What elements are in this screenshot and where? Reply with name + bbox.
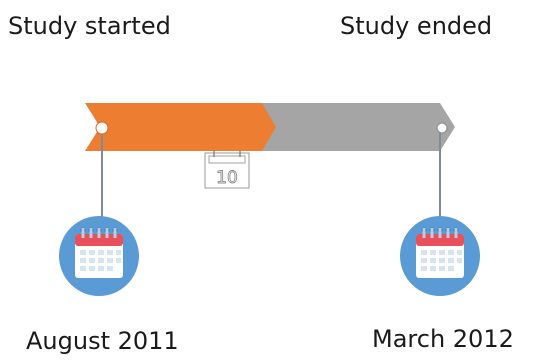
start-marker-dot: [95, 121, 109, 135]
timeline-progress-segment: [85, 103, 276, 151]
end-date-label: March 2012: [372, 325, 514, 353]
timeline-remaining-segment: [250, 103, 455, 151]
start-date-label: August 2011: [26, 327, 179, 355]
study-started-label: Study started: [8, 12, 171, 40]
calendar-icon: [59, 216, 139, 296]
end-marker-dot: [436, 122, 448, 134]
study-ended-label: Study ended: [340, 12, 493, 40]
calendar-10-icon: 10: [204, 150, 250, 189]
calendar-10-text: 10: [216, 168, 238, 188]
calendar-icon: [400, 216, 480, 296]
